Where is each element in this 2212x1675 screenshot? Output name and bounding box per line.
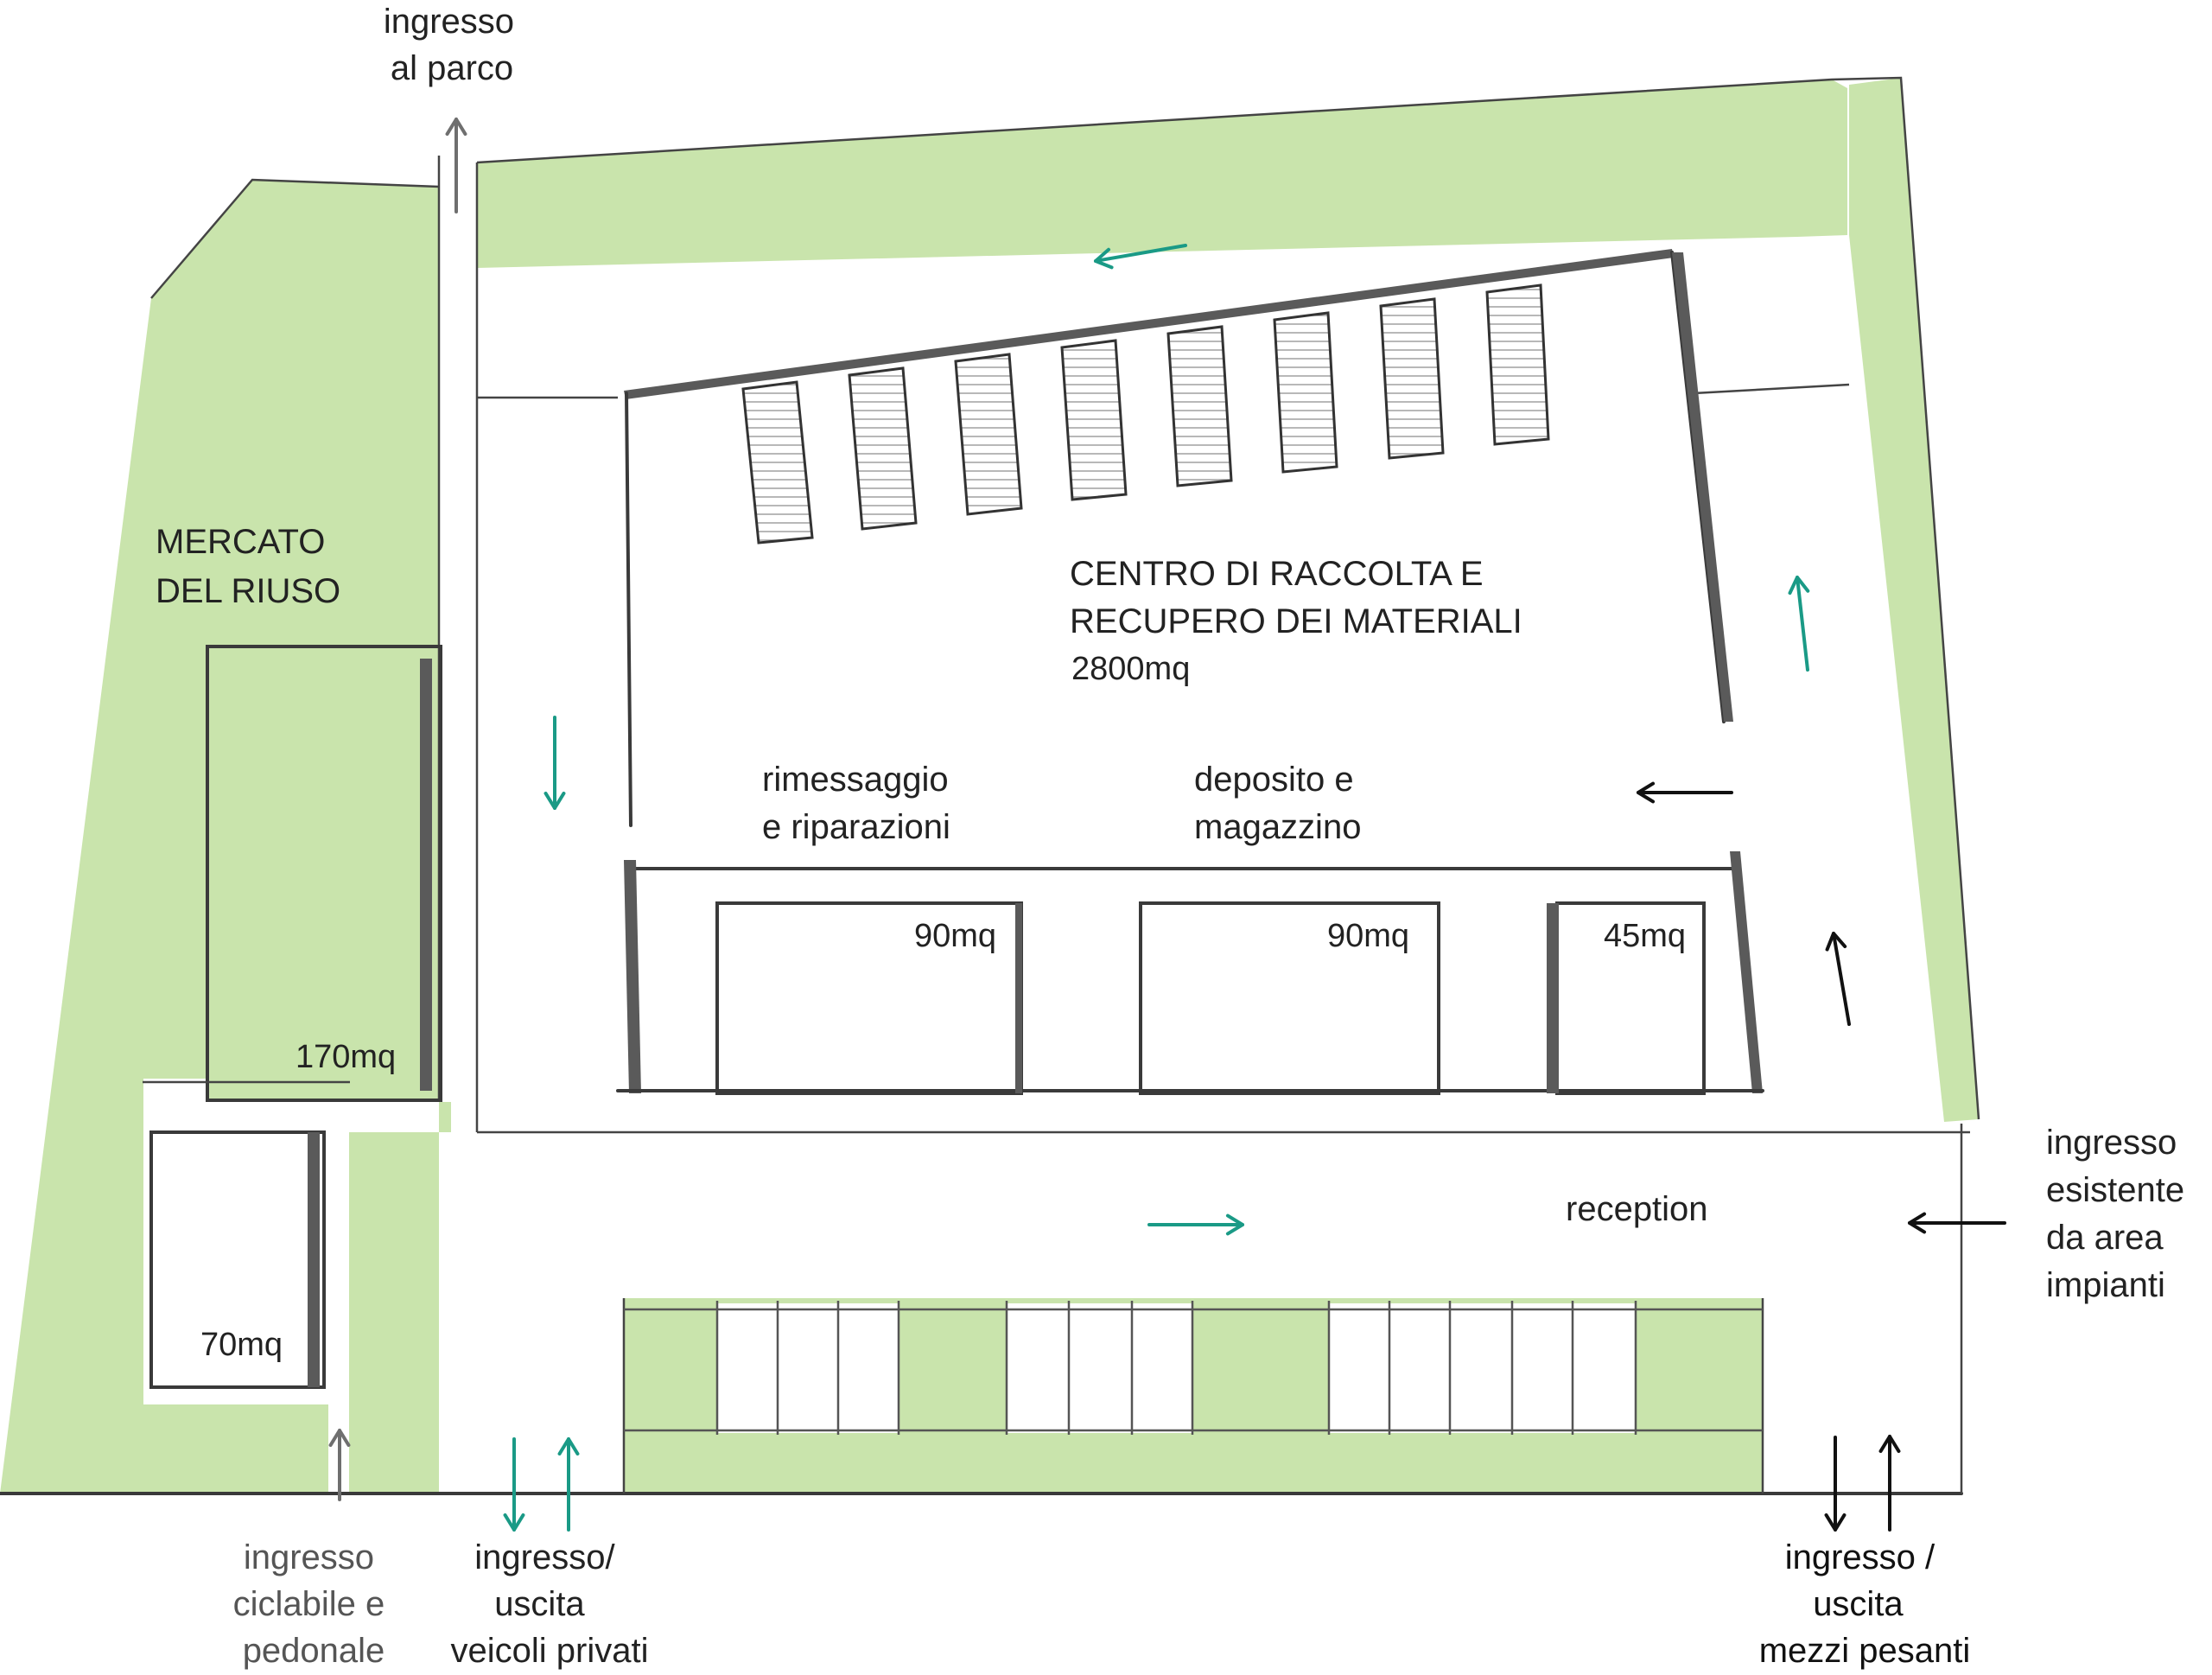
small-room-area: 70mq — [200, 1327, 283, 1363]
storage-repair-label: rimessaggio e riparazioni — [762, 761, 958, 846]
market-small-room-wall — [308, 1132, 320, 1387]
storage-repair-line-2: e riparazioni — [762, 808, 950, 846]
main-center-label: CENTRO DI RACCOLTA E RECUPERO DEI MATERI… — [1070, 555, 1522, 640]
skylight-2 — [848, 366, 918, 531]
room-c-area: 45mq — [1604, 918, 1686, 954]
main-left-wall — [625, 392, 632, 827]
skylight-5 — [1166, 325, 1233, 487]
bike-ped-line-1: ingresso — [244, 1538, 374, 1576]
warehouse-line-2: magazzino — [1194, 808, 1361, 846]
existing-entrance-line-1: ingresso — [2046, 1124, 2177, 1162]
heavy-vehicles-line-2: uscita — [1813, 1585, 1904, 1623]
room-a-area: 90mq — [914, 918, 996, 954]
warehouse-line-1: deposito e — [1194, 761, 1354, 799]
parking-bay-2 — [1007, 1303, 1192, 1433]
private-vehicles-line-3: veicoli privati — [451, 1632, 649, 1670]
arrows-layer — [328, 118, 2006, 1532]
flow-arrow-icon — [1637, 781, 1733, 804]
skylight-4 — [1060, 339, 1128, 501]
skylight-3 — [954, 353, 1023, 516]
market-hall — [206, 645, 442, 1102]
existing-entrance-label: ingresso esistente da area impianti — [2046, 1124, 2194, 1304]
access-arrow-icon — [1824, 1436, 1847, 1532]
heavy-vehicles-line-3: mezzi pesanti — [1759, 1632, 1971, 1670]
existing-entrance-line-4: impianti — [2046, 1266, 2165, 1304]
existing-entrance-line-2: esistente — [2046, 1171, 2184, 1209]
skylight-1 — [741, 380, 814, 545]
bike-ped-line-3: pedonale — [243, 1632, 385, 1670]
outer-boundary — [150, 76, 1980, 1120]
access-arrow-icon — [503, 1437, 525, 1532]
bike-ped-entrance-label: ingresso ciclabile e pedonale — [233, 1538, 395, 1670]
parking-stalls — [624, 1301, 1763, 1435]
storage-repair-line-1: rimessaggio — [762, 761, 949, 799]
flow-arrow-icon — [1825, 932, 1851, 1026]
flow-arrow-icon — [543, 716, 566, 810]
reuse-market-line-2: DEL RIUSO — [156, 572, 340, 610]
reuse-market-label: MERCATO DEL RIUSO — [156, 523, 340, 610]
parking-bay-3 — [1329, 1303, 1636, 1433]
flow-arrow-icon — [1147, 1213, 1244, 1236]
access-arrow-icon — [445, 118, 467, 213]
main-center-line-1: CENTRO DI RACCOLTA E — [1070, 555, 1484, 593]
heavy-vehicles-line-1: ingresso / — [1785, 1538, 1936, 1576]
parking-voids — [717, 1303, 1636, 1433]
private-vehicles-label: ingresso/ uscita veicoli privati — [451, 1538, 649, 1670]
service-wing — [616, 851, 1764, 1095]
wing-left-wall — [624, 860, 641, 1093]
access-arrow-icon — [1908, 1212, 2006, 1234]
parking-bay-1 — [717, 1303, 899, 1433]
access-arrow-icon — [557, 1437, 580, 1532]
skylights — [741, 283, 1550, 545]
wing-right-wall — [1730, 851, 1763, 1093]
bike-ped-line-2: ciclabile e — [233, 1585, 385, 1623]
private-vehicles-line-1: ingresso/ — [474, 1538, 615, 1576]
existing-entrance-line-3: da area — [2046, 1219, 2164, 1257]
reception-label: reception — [1566, 1190, 1708, 1228]
reuse-market-building — [143, 645, 442, 1389]
heavy-vehicles-label: ingresso / uscita mezzi pesanti — [1759, 1538, 1971, 1670]
upper-right-gate-line — [1693, 383, 1850, 395]
park-entrance-line-2: al parco — [391, 49, 513, 87]
private-vehicles-line-2: uscita — [494, 1585, 585, 1623]
green-left-strip — [0, 180, 451, 1493]
main-building — [616, 249, 1764, 1095]
park-entrance-line-1: ingresso — [384, 3, 514, 41]
room-c-wall — [1547, 903, 1559, 1093]
green-right-strip — [1849, 78, 1979, 1122]
access-arrow-icon — [328, 1429, 351, 1501]
flow-arrow-icon — [1094, 244, 1187, 270]
green-top-strip — [477, 80, 1847, 268]
room-b — [1139, 901, 1440, 1095]
skylight-8 — [1485, 283, 1550, 446]
skylight-7 — [1379, 297, 1445, 460]
text-labels: ingresso al parco MERCATO DEL RIUSO CENT… — [156, 3, 2194, 1670]
main-center-line-2: RECUPERO DEI MATERIALI — [1070, 602, 1522, 640]
flow-arrow-icon — [1788, 576, 1810, 672]
market-small-room — [149, 1130, 326, 1389]
access-arrow-icon — [1878, 1435, 1901, 1532]
market-hall-wall — [420, 659, 432, 1091]
room-a-wall — [1015, 903, 1022, 1093]
skylight-6 — [1273, 311, 1338, 474]
main-center-area: 2800mq — [1071, 651, 1190, 687]
main-right-wall-shade — [1672, 252, 1733, 722]
warehouse-label: deposito e magazzino — [1194, 761, 1363, 846]
reuse-market-line-1: MERCATO — [156, 523, 325, 561]
room-b-area: 90mq — [1327, 918, 1409, 954]
park-entrance-label: ingresso al parco — [384, 3, 524, 87]
site-outline — [0, 76, 1980, 1495]
roof-beam — [624, 249, 1674, 399]
market-area: 170mq — [296, 1039, 396, 1075]
